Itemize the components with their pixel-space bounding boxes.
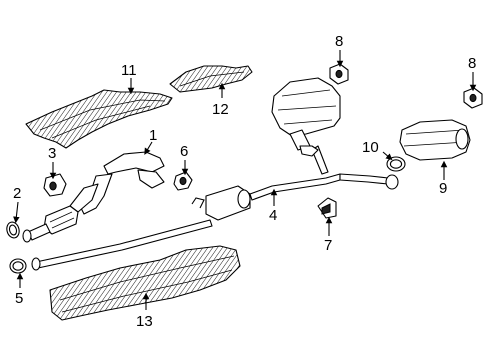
callout-4: 4 <box>269 207 277 224</box>
hanger-insulator-top-left <box>329 63 349 85</box>
callout-1: 1 <box>149 127 157 144</box>
hanger-insulator-top-right <box>463 87 483 109</box>
callout-5: 5 <box>15 290 23 307</box>
callout-12: 12 <box>212 101 229 118</box>
callout-11: 11 <box>121 62 137 79</box>
heat-shield-upper-front <box>25 89 173 149</box>
callout-9: 9 <box>439 180 447 197</box>
hanger-insulator-left <box>43 173 67 197</box>
intermediate-pipe <box>31 145 399 271</box>
callout-13: 13 <box>136 313 153 330</box>
callout-10: 10 <box>362 139 379 156</box>
hanger-insulator-center <box>173 171 193 191</box>
leader-lines <box>13 50 477 310</box>
callout-6: 6 <box>180 143 188 160</box>
gasket-front <box>6 221 20 239</box>
callout-8-right: 8 <box>468 55 476 72</box>
callout-3: 3 <box>48 145 56 162</box>
hanger-bracket <box>317 197 337 219</box>
main-muffler <box>271 77 341 157</box>
heat-shield-lower <box>49 245 241 321</box>
callout-7: 7 <box>324 237 332 254</box>
callout-8-left: 8 <box>335 33 343 50</box>
callout-labels: 11 12 1 3 6 2 5 13 4 7 8 8 10 9 <box>13 33 476 330</box>
tail-muffler <box>399 119 471 161</box>
heat-shield-small <box>169 65 253 93</box>
callout-2: 2 <box>13 185 21 202</box>
gasket-lower <box>9 258 27 274</box>
front-exhaust-pipe <box>22 151 165 243</box>
gasket-rear <box>386 156 406 172</box>
